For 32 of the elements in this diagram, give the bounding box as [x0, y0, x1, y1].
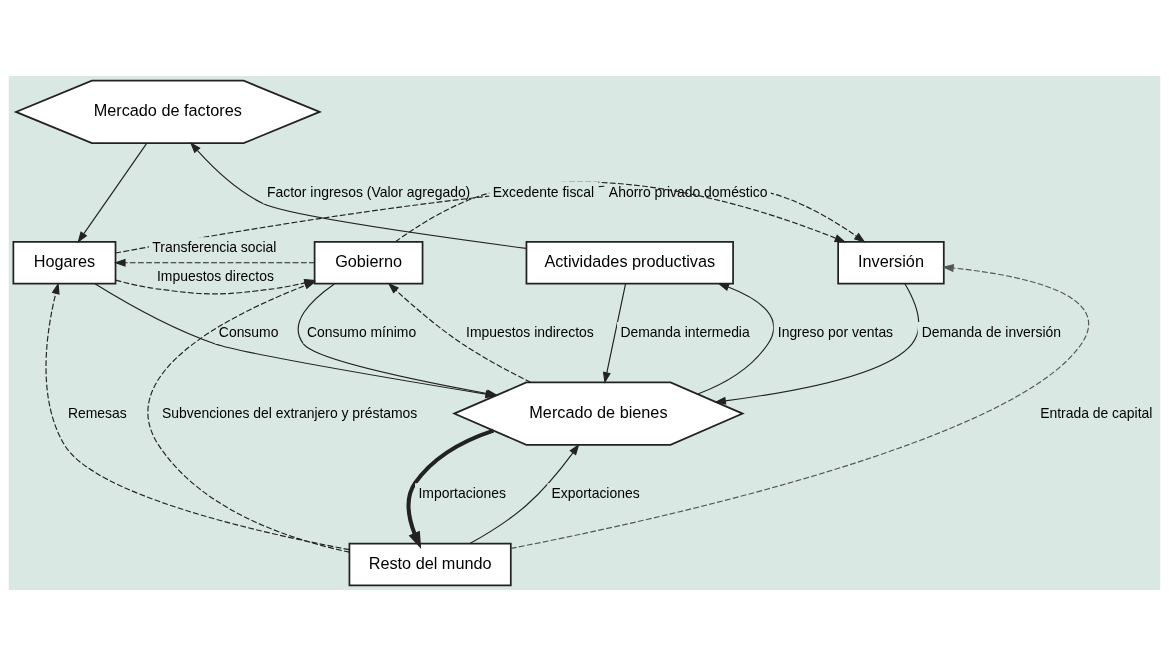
- arrow: [602, 283, 627, 384]
- edge-label: Subvenciones del extranjero y préstamos: [161, 404, 418, 421]
- arrow: [469, 443, 580, 544]
- node-box: Hogares: [12, 241, 117, 285]
- arrow: [147, 281, 350, 553]
- edge-label: Consumo: [218, 324, 279, 341]
- arrow: [77, 142, 148, 243]
- edge-label: Exportaciones: [551, 485, 640, 502]
- arrow: [697, 283, 775, 395]
- arrow: [189, 141, 527, 249]
- edge-label: Factor ingresos (Valor agregado): [267, 183, 471, 200]
- arrow: [45, 282, 350, 551]
- node-box: Gobierno: [313, 241, 424, 285]
- edge-label: Impuestos indirectos: [466, 324, 594, 341]
- edge-label: Ingreso por ventas: [777, 324, 894, 341]
- arrow: [406, 428, 495, 550]
- edge-label: Excedente fiscal: [492, 183, 595, 200]
- edge-label: Remesas: [67, 404, 127, 421]
- node-box: Inversión: [837, 241, 945, 285]
- node-box: Resto del mundo: [348, 542, 512, 587]
- node-box: Actividades productivas: [525, 241, 734, 285]
- edge-label: Demanda de inversión: [921, 324, 1062, 341]
- arrow: [113, 258, 316, 267]
- edge-label: Entrada de capital: [1040, 404, 1153, 421]
- edge-label: Consumo mínimo: [307, 324, 417, 341]
- edge-label: Demanda intermedia: [620, 324, 750, 341]
- arrow: [510, 264, 1090, 550]
- edge-label: Impuestos directos: [157, 268, 274, 285]
- arrow: [387, 282, 532, 383]
- arrow: [714, 283, 920, 405]
- edge-label: Transferencia social: [152, 239, 277, 256]
- edge-label: Importaciones: [418, 485, 506, 502]
